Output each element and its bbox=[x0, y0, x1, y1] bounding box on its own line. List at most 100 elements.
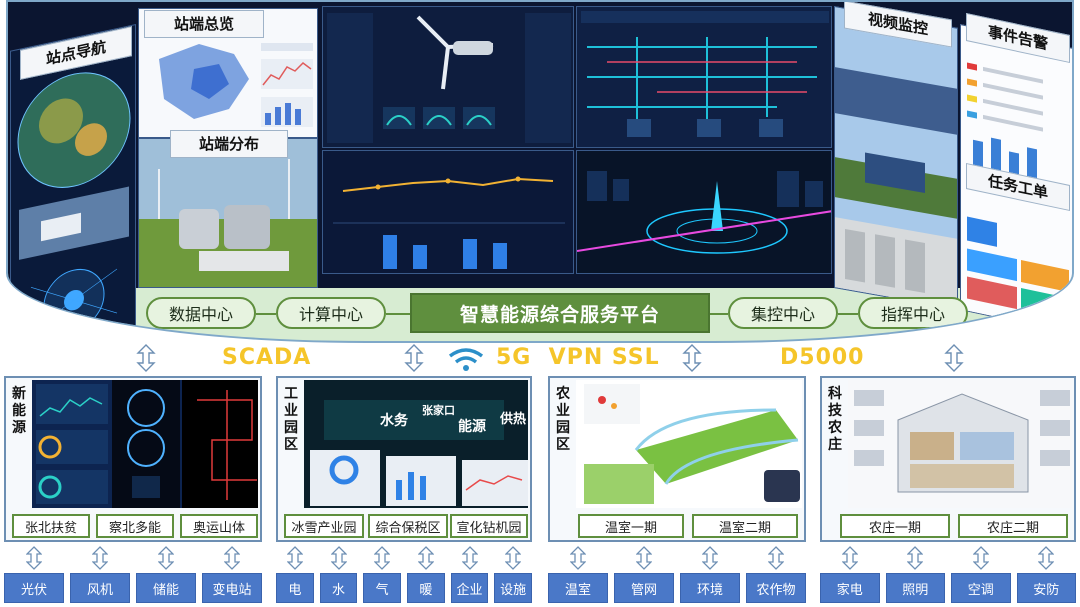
industrial-park-image bbox=[304, 380, 528, 508]
turbine-dashboard-image bbox=[323, 7, 574, 148]
site-tag[interactable]: 察北多能 bbox=[96, 514, 174, 538]
dashboard-collage: 站点导航 站端总览 bbox=[8, 2, 1072, 288]
pipe-network-image bbox=[577, 7, 832, 148]
device-button[interactable]: 气 bbox=[363, 573, 401, 603]
overlay-water: 水务 bbox=[380, 410, 408, 430]
service-layer: 数据中心 计算中心 智慧能源综合服务平台 集控中心 指挥中心 bbox=[128, 293, 968, 333]
farm-tag[interactable]: 农庄一期 bbox=[840, 514, 950, 538]
updown-arrow-icon bbox=[374, 546, 390, 570]
updown-arrow-icon bbox=[331, 546, 347, 570]
block-label: 农业园区 bbox=[552, 386, 574, 454]
connector-line bbox=[386, 313, 410, 315]
network-protocol-label: 5G VPN SSL bbox=[496, 345, 660, 370]
device-button[interactable]: 温室 bbox=[548, 573, 608, 603]
pipe-network-panel[interactable] bbox=[576, 6, 832, 148]
energy-dashboard-image bbox=[32, 380, 258, 508]
d5000-label: D5000 bbox=[780, 345, 865, 370]
agri-park-block: 农业园区 温室一期 温室二期 bbox=[548, 376, 806, 542]
industrial-park-scene[interactable]: 水务 张家口 能源 供热 bbox=[304, 380, 528, 508]
updown-arrow-icon bbox=[842, 546, 858, 570]
device-button[interactable]: 农作物 bbox=[746, 573, 806, 603]
greenhouse-scene[interactable] bbox=[576, 380, 802, 508]
overlay-heating: 供热 bbox=[500, 408, 526, 427]
control-center-pill[interactable]: 集控中心 bbox=[728, 297, 838, 329]
tech-farm-block: 科技农庄 农庄一期 农庄二期 bbox=[820, 376, 1076, 542]
updown-arrow-icon bbox=[682, 344, 702, 372]
station-overview-title: 站端总览 bbox=[144, 10, 264, 38]
device-button[interactable]: 企业 bbox=[451, 573, 489, 603]
station-distribution-title: 站端分布 bbox=[170, 130, 288, 158]
device-button[interactable]: 家电 bbox=[820, 573, 880, 603]
analysis-chart-panel[interactable] bbox=[322, 150, 574, 274]
updown-arrow-icon bbox=[570, 546, 586, 570]
updown-arrow-icon bbox=[973, 546, 989, 570]
station-distribution-panel[interactable] bbox=[138, 138, 318, 288]
updown-arrow-icon bbox=[26, 546, 42, 570]
video-feed-image bbox=[835, 7, 958, 310]
analysis-chart-image bbox=[323, 151, 574, 274]
device-button[interactable]: 照明 bbox=[886, 573, 946, 603]
block-label: 新能源 bbox=[8, 386, 30, 437]
data-center-pill[interactable]: 数据中心 bbox=[146, 297, 256, 329]
updown-arrow-icon bbox=[907, 546, 923, 570]
connector-line bbox=[256, 313, 276, 315]
updown-arrow-icon bbox=[944, 344, 964, 372]
updown-arrow-icon bbox=[224, 546, 240, 570]
block-label: 科技农庄 bbox=[824, 386, 846, 454]
updown-arrow-icon bbox=[136, 344, 156, 372]
updown-arrow-icon bbox=[1038, 546, 1054, 570]
device-button[interactable]: 水 bbox=[320, 573, 358, 603]
site-tag[interactable]: 奥运山体 bbox=[180, 514, 258, 538]
device-button[interactable]: 储能 bbox=[136, 573, 196, 603]
updown-arrow-icon bbox=[462, 546, 478, 570]
device-button[interactable]: 空调 bbox=[951, 573, 1011, 603]
updown-arrow-icon bbox=[768, 546, 784, 570]
video-monitor-panel[interactable] bbox=[834, 6, 958, 310]
city-scene-image bbox=[577, 151, 832, 274]
turbine-monitor-panel[interactable] bbox=[322, 6, 574, 148]
device-button[interactable]: 电 bbox=[276, 573, 314, 603]
smart-home-scene[interactable] bbox=[848, 380, 1072, 508]
device-button[interactable]: 暖 bbox=[407, 573, 445, 603]
scada-label: SCADA bbox=[222, 345, 311, 370]
updown-arrow-icon bbox=[287, 546, 303, 570]
new-energy-dashboard[interactable] bbox=[32, 380, 258, 508]
distribution-scene-image bbox=[139, 139, 318, 288]
greenhouse-tag[interactable]: 温室二期 bbox=[692, 514, 798, 538]
park-tag[interactable]: 综合保税区 bbox=[368, 514, 448, 538]
platform-arch: 站点导航 站端总览 bbox=[6, 0, 1074, 343]
connector-line bbox=[710, 313, 728, 315]
updown-arrow-icon bbox=[92, 546, 108, 570]
connector-line bbox=[838, 313, 858, 315]
smart-home-image bbox=[848, 380, 1072, 508]
farm-tag[interactable]: 农庄二期 bbox=[958, 514, 1068, 538]
device-button[interactable]: 设施 bbox=[494, 573, 532, 603]
park-tag[interactable]: 冰雪产业园 bbox=[284, 514, 364, 538]
updown-arrow-icon bbox=[636, 546, 652, 570]
park-tag[interactable]: 宣化钻机园 bbox=[450, 514, 528, 538]
site-tag[interactable]: 张北扶贫 bbox=[12, 514, 90, 538]
overlay-city: 张家口 bbox=[422, 402, 455, 418]
device-button[interactable]: 变电站 bbox=[202, 573, 262, 603]
updown-arrow-icon bbox=[505, 546, 521, 570]
city-scene-panel[interactable] bbox=[576, 150, 832, 274]
compute-center-pill[interactable]: 计算中心 bbox=[276, 297, 386, 329]
overlay-energy: 能源 bbox=[458, 416, 486, 436]
updown-arrow-icon bbox=[418, 546, 434, 570]
command-center-pill[interactable]: 指挥中心 bbox=[858, 297, 968, 329]
new-energy-block: 新能源 张北扶贫 察北多能 奥运山体 bbox=[4, 376, 262, 542]
industrial-park-block: 工业园区 水务 张家口 能源 供热 冰雪产业园 综合保税区 宣化钻机园 bbox=[276, 376, 532, 542]
updown-arrow-icon bbox=[158, 546, 174, 570]
device-button[interactable]: 环境 bbox=[680, 573, 740, 603]
greenhouse-image bbox=[576, 380, 802, 508]
greenhouse-tag[interactable]: 温室一期 bbox=[578, 514, 684, 538]
device-button[interactable]: 安防 bbox=[1017, 573, 1077, 603]
updown-arrow-icon bbox=[702, 546, 718, 570]
updown-arrow-icon bbox=[404, 344, 424, 372]
block-label: 工业园区 bbox=[280, 386, 302, 454]
device-button[interactable]: 管网 bbox=[614, 573, 674, 603]
wifi-icon bbox=[446, 346, 486, 372]
platform-title-banner[interactable]: 智慧能源综合服务平台 bbox=[410, 293, 710, 333]
device-button[interactable]: 风机 bbox=[70, 573, 130, 603]
device-button[interactable]: 光伏 bbox=[4, 573, 64, 603]
